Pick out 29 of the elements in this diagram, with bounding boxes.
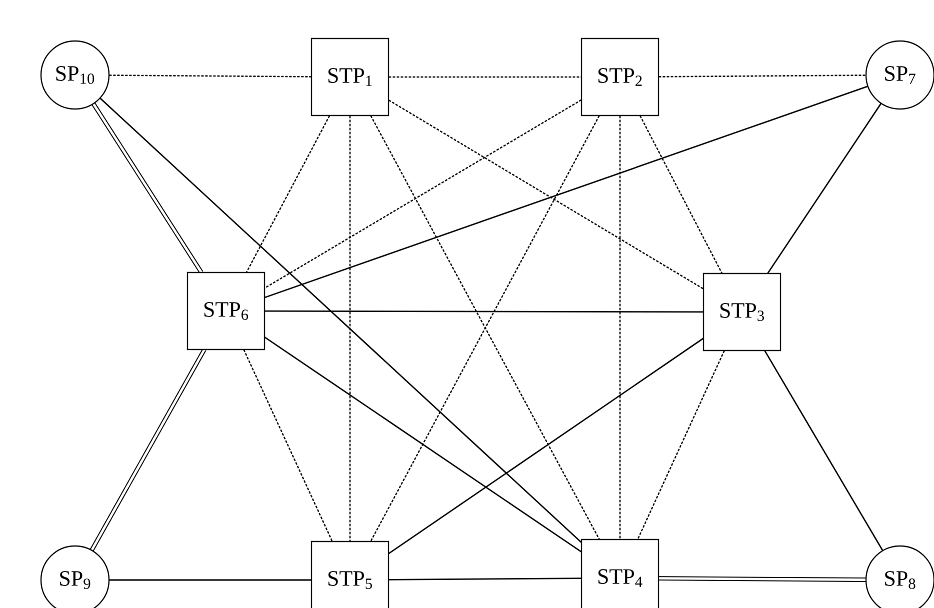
- transfer-point-box: STP$_{4}$: [580, 538, 660, 608]
- transfer-point-box: STP$_{2}$: [580, 38, 660, 116]
- connection-line: [243, 349, 333, 542]
- transfer-point-box: STP$_{1}$: [310, 38, 390, 116]
- connection-line: [90, 348, 206, 552]
- connection-line: [264, 86, 868, 298]
- connection-line: [109, 74, 312, 78]
- connection-line: [92, 102, 204, 274]
- transfer-point-box: STP$_{6}$: [186, 272, 266, 350]
- connection-line: [246, 115, 330, 273]
- connection-line: [349, 116, 351, 542]
- connection-line: [109, 579, 312, 581]
- connection-line: [264, 310, 704, 313]
- transfer-point-box: STP$_{5}$: [310, 540, 390, 608]
- connection-line: [388, 100, 704, 290]
- connection-line: [388, 578, 582, 580]
- connection-line: [764, 350, 884, 551]
- connection-line: [767, 103, 882, 274]
- connection-line: [264, 336, 582, 552]
- connection-line: [388, 338, 704, 554]
- transfer-point-box: STP$_{3}$: [702, 272, 782, 352]
- connection-line: [658, 74, 866, 78]
- connection-line: [637, 350, 725, 540]
- connection-line: [619, 116, 621, 540]
- connection-line: [100, 98, 582, 543]
- connection-line: [388, 76, 582, 78]
- connection-line: [264, 99, 582, 289]
- connection-line: [658, 576, 866, 582]
- connection-line: [639, 115, 723, 274]
